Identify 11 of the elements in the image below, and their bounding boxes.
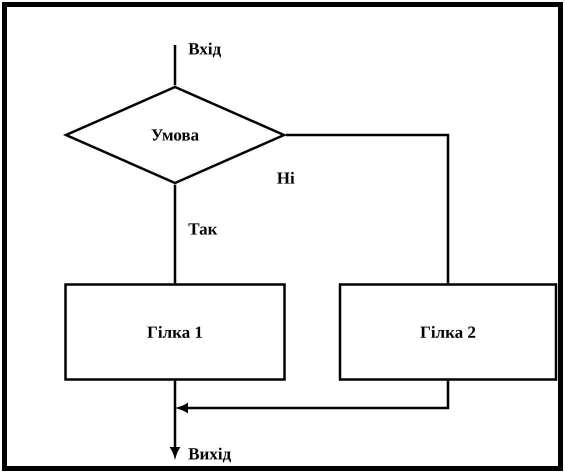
edge-label: Так [188,223,218,235]
connector [286,134,450,284]
connector [174,184,176,284]
edge-label: Вхід [188,42,221,58]
process-box: Гілка 1 [64,283,286,381]
process-box: Гілка 2 [338,283,558,381]
edge-label: Вихід [188,448,231,462]
edge-label: Ні [277,172,294,184]
connector [178,380,450,412]
connector [174,45,176,86]
connector [170,380,180,457]
